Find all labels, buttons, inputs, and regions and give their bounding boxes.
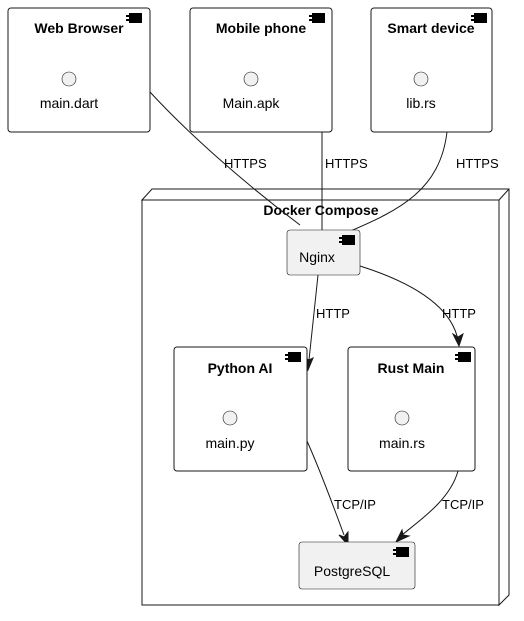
edge-web-to-nginx [149, 91, 301, 226]
mobile-phone-component: Mobile phone Main.apk [189, 7, 333, 133]
edge-python-to-postgres [306, 440, 345, 536]
edge-label-python-postgres: TCP/IP [334, 497, 376, 512]
arrowhead [451, 332, 464, 348]
interface-icon [243, 71, 259, 87]
edge-smart-to-nginx [347, 131, 448, 233]
mobile-phone-artifact: Main.apk [223, 95, 281, 111]
edge-nginx-to-rust [359, 265, 459, 341]
web-browser-artifact: main.dart [40, 95, 98, 111]
rust-main-component: Rust Main main.rs [347, 346, 476, 472]
edge-rust-to-postgres [401, 470, 459, 536]
edge-label-nginx-rust: HTTP [442, 306, 476, 321]
web-browser-title: Web Browser [34, 20, 124, 36]
rust-main-artifact: main.rs [379, 435, 425, 451]
smart-device-artifact: lib.rs [406, 95, 436, 111]
python-ai-artifact: main.py [205, 435, 254, 451]
postgresql-component: PostgreSQL [298, 541, 416, 590]
edge-label-mobile: HTTPS [325, 156, 368, 171]
edges: HTTPS HTTPS HTTPS HTTP HTTP TCP/IP TCP/I… [149, 91, 499, 547]
edge-label-rust-postgres: TCP/IP [442, 497, 484, 512]
edge-label-nginx-python: HTTP [316, 306, 350, 321]
edge-nginx-to-python [308, 274, 319, 361]
smart-device-component: Smart device lib.rs [370, 7, 493, 133]
interface-icon [222, 410, 238, 426]
interface-icon [413, 71, 429, 87]
nginx-component: Nginx [286, 229, 361, 276]
mobile-phone-title: Mobile phone [216, 20, 306, 36]
web-browser-component: Web Browser main.dart [7, 7, 151, 133]
interface-icon [394, 410, 410, 426]
edge-label-web: HTTPS [224, 156, 267, 171]
interface-icon [61, 71, 77, 87]
edge-label-smart: HTTPS [456, 156, 499, 171]
docker-compose-title: Docker Compose [263, 202, 378, 218]
smart-device-title: Smart device [387, 20, 474, 36]
postgresql-title: PostgreSQL [314, 563, 390, 579]
nginx-title: Nginx [299, 249, 335, 265]
rust-main-title: Rust Main [378, 360, 445, 376]
python-ai-title: Python AI [208, 360, 273, 376]
python-ai-component: Python AI main.py [173, 346, 308, 472]
arrowhead [394, 528, 411, 544]
